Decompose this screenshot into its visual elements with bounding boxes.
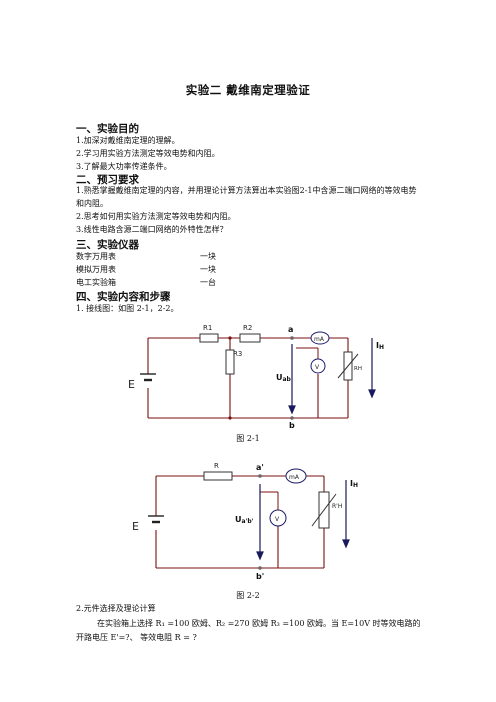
instrument-name: 模拟万用表 (76, 265, 116, 274)
current-arrow-icon (368, 338, 376, 399)
instrument-row: 电工实验箱 一台 (76, 277, 216, 288)
terminal-b-dot (258, 566, 262, 570)
preview-item: 1.熟悉掌握戴维南定理的内容，并用理论计算方法算出本实验图2-1中含源二端口网络… (76, 186, 417, 208)
label-node-a: a' (256, 463, 264, 472)
node-dot (228, 336, 232, 340)
current-arrow-icon (342, 480, 350, 549)
label-rh: RH (354, 366, 362, 372)
procedure-paragraph: 在实验箱上选择 R₁ =100 欧姆、R₂ =270 欧姆 R₃ =100 欧姆… (97, 619, 421, 628)
figure-caption-2-1: 图 2-1 (236, 434, 260, 443)
objective-item: 3.了解最大功率传递条件。 (76, 162, 172, 171)
circuit-wires (155, 475, 325, 569)
resistor-r (203, 471, 233, 481)
terminal-b-dot (290, 416, 294, 420)
circuit-figure-2-1: R1 R2 R3 a b mA V Uab RH IH E (128, 324, 384, 428)
section-heading-preview: 二、预习要求 (76, 174, 139, 186)
label-ih: IH (376, 341, 384, 351)
label-e: E (128, 378, 135, 391)
section-heading-instruments: 三、实验仪器 (76, 239, 139, 251)
label-uab: Uab (276, 373, 292, 383)
resistor-r1 (199, 333, 219, 343)
procedure-step: 2.元件选择及理论计算 (76, 604, 156, 613)
voltage-arrow-icon (256, 484, 264, 561)
objective-item: 2.学习用实验方法测定等效电势和内阻。 (76, 149, 220, 158)
battery-icon (148, 515, 164, 524)
label-r3: R3 (233, 350, 242, 358)
circuit-figure-2-2: R a' b' mA V Ua'b' R'H IH E (132, 462, 358, 580)
label-r: R (214, 462, 219, 470)
figure-caption-2-2: 图 2-2 (236, 591, 260, 600)
objective-item: 1.加深对戴维南定理的理解。 (76, 136, 180, 145)
label-uab: Ua'b' (235, 515, 254, 525)
battery-icon (140, 373, 156, 382)
section-heading-objectives: 一、实验目的 (76, 123, 139, 135)
label-node-b: b (289, 421, 295, 428)
label-r1: R1 (203, 324, 212, 332)
section-heading-procedure: 四、实验内容和步骤 (76, 291, 171, 303)
label-v: V (275, 516, 280, 523)
preview-item: 3.线性电路含源二端口网络的外特性怎样？ (76, 225, 228, 234)
instrument-name: 数字万用表 (76, 252, 116, 261)
terminal-a-dot (258, 474, 262, 478)
label-node-a: a (288, 325, 293, 334)
label-ma: mA (314, 336, 325, 343)
resistor-r3 (225, 349, 235, 375)
voltage-arrow-icon (288, 344, 296, 415)
milliammeter-icon (285, 468, 307, 484)
instrument-name: 电工实验箱 (76, 278, 116, 287)
node-dot (228, 416, 232, 420)
instrument-row: 模拟万用表 一块 (76, 264, 216, 275)
resistor-r2 (239, 333, 261, 343)
preview-item: 2.思考如何用实验方法测定等效电势和内阻。 (76, 212, 236, 221)
label-v: V (315, 364, 320, 371)
procedure-step: 1. 接线图：如图 2-1，2-2。 (76, 304, 179, 313)
terminal-a-dot (290, 336, 294, 340)
milliammeter-icon (310, 331, 330, 345)
label-rh: R'H (332, 503, 342, 510)
label-node-b: b' (256, 572, 264, 580)
instrument-qty: 一块 (200, 265, 216, 274)
procedure-paragraph: 开路电压 E'=?、 等效电阻 R = ? (76, 633, 197, 642)
instrument-qty: 一台 (200, 278, 216, 287)
instrument-row: 数字万用表 一块 (76, 251, 216, 262)
instrument-qty: 一块 (200, 252, 216, 261)
label-ih: IH (350, 479, 358, 489)
label-r2: R2 (243, 324, 252, 332)
label-ma: mA (289, 474, 300, 481)
label-e: E (132, 520, 139, 533)
page-title: 实验二 戴维南定理验证 (185, 83, 311, 97)
